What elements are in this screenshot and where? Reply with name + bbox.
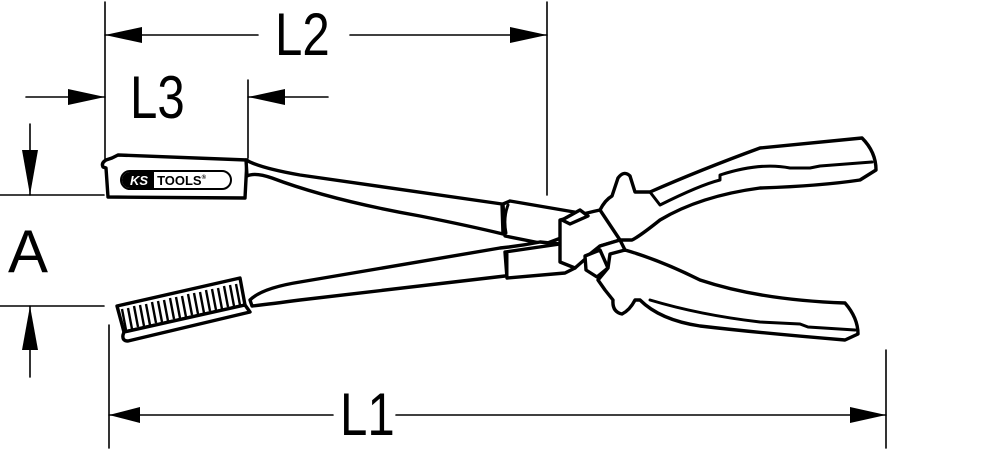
a-arrow-up-icon [22, 306, 38, 350]
l2-arrow-right-icon [510, 27, 547, 43]
brand-logo: KS TOOLS ® [120, 170, 232, 190]
dimension-label-a: A [8, 218, 49, 285]
lower-jaw [115, 240, 577, 343]
lower-handle [596, 248, 860, 342]
l1-arrow-left-icon [109, 407, 140, 423]
dimension-l3 [25, 79, 329, 159]
l3-arrow-right-icon [248, 89, 285, 105]
brand-logo-prefix: KS [122, 172, 155, 188]
dimension-label-l1: L1 [340, 381, 395, 448]
dimension-l1 [108, 324, 887, 449]
upper-jaw [100, 153, 584, 246]
a-arrow-down-icon [22, 150, 38, 195]
dimension-a [0, 123, 105, 378]
brush-bristles [120, 283, 242, 331]
l2-arrow-left-icon [105, 27, 142, 43]
registered-mark: ® [201, 175, 207, 181]
brand-logo-suffix: TOOLS [157, 172, 202, 188]
dimension-label-l2: L2 [275, 1, 330, 68]
upper-handle [598, 136, 878, 242]
dimension-label-l3: L3 [130, 64, 185, 131]
l1-arrow-right-icon [850, 407, 886, 423]
dimension-l2 [104, 1, 548, 196]
l3-arrow-left-icon [68, 89, 105, 105]
